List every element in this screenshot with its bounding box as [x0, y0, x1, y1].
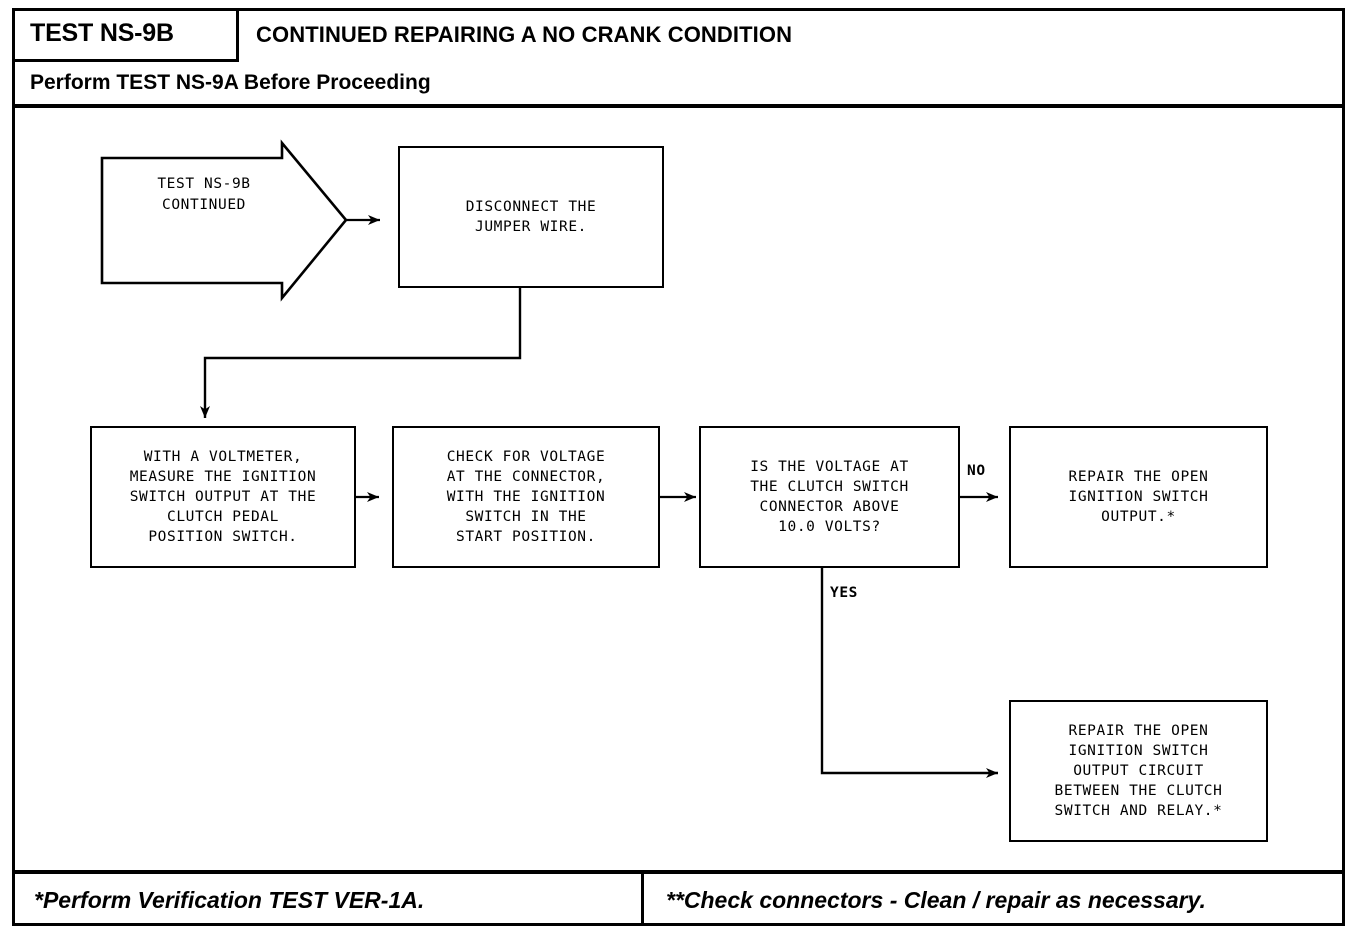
- start-node: TEST NS-9B CONTINUED: [100, 126, 348, 306]
- footer-right-cell: **Check connectors - Clean / repair as n…: [644, 874, 1345, 926]
- node-repair-open-circuit-text: REPAIR THE OPEN IGNITION SWITCH OUTPUT C…: [1054, 723, 1223, 819]
- footer-note-verification: *Perform Verification TEST VER-1A.: [34, 886, 425, 913]
- node-repair-open-circuit: REPAIR THE OPEN IGNITION SWITCH OUTPUT C…: [1009, 700, 1268, 842]
- header-title-cell: CONTINUED REPAIRING A NO CRANK CONDITION: [239, 8, 1345, 62]
- node-check-voltage-connector-text: CHECK FOR VOLTAGE AT THE CONNECTOR, WITH…: [446, 449, 606, 545]
- start-arrow-shape: [100, 139, 348, 302]
- node-disconnect-jumper: DISCONNECT THE JUMPER WIRE.: [398, 146, 664, 288]
- node-check-voltage-connector: CHECK FOR VOLTAGE AT THE CONNECTOR, WITH…: [392, 426, 660, 568]
- footer-note-connectors: **Check connectors - Clean / repair as n…: [666, 886, 1206, 913]
- subheader: Perform TEST NS-9A Before Proceeding: [12, 62, 1345, 108]
- subheader-label: Perform TEST NS-9A Before Proceeding: [30, 71, 431, 94]
- edge-disconnect-to-measure: [200, 288, 522, 418]
- flowchart-canvas: TEST NS-9B CONTINUED DISCONNECT THE JUMP…: [12, 108, 1345, 870]
- test-id-label: TEST NS-9B: [30, 19, 174, 47]
- node-repair-open-output-text: REPAIR THE OPEN IGNITION SWITCH OUTPUT.*: [1068, 469, 1209, 525]
- start-node-label: TEST NS-9B CONTINUED: [157, 176, 251, 213]
- test-id-cell: TEST NS-9B: [12, 8, 239, 62]
- node-voltage-decision-text: IS THE VOLTAGE AT THE CLUTCH SWITCH CONN…: [750, 459, 909, 535]
- footer-left-cell: *Perform Verification TEST VER-1A.: [12, 874, 644, 926]
- footer: *Perform Verification TEST VER-1A. **Che…: [12, 870, 1345, 926]
- node-measure-ignition-output-text: WITH A VOLTMETER, MEASURE THE IGNITION S…: [129, 449, 317, 545]
- node-measure-ignition-output: WITH A VOLTMETER, MEASURE THE IGNITION S…: [90, 426, 356, 568]
- page-title: CONTINUED REPAIRING A NO CRANK CONDITION: [256, 22, 793, 47]
- branch-label-yes: YES: [830, 585, 858, 601]
- node-voltage-decision: IS THE VOLTAGE AT THE CLUTCH SWITCH CONN…: [699, 426, 960, 568]
- node-repair-open-output: REPAIR THE OPEN IGNITION SWITCH OUTPUT.*: [1009, 426, 1268, 568]
- node-disconnect-jumper-text: DISCONNECT THE JUMPER WIRE.: [465, 199, 597, 235]
- branch-label-no: NO: [967, 463, 986, 479]
- header: TEST NS-9B CONTINUED REPAIRING A NO CRAN…: [12, 8, 1345, 62]
